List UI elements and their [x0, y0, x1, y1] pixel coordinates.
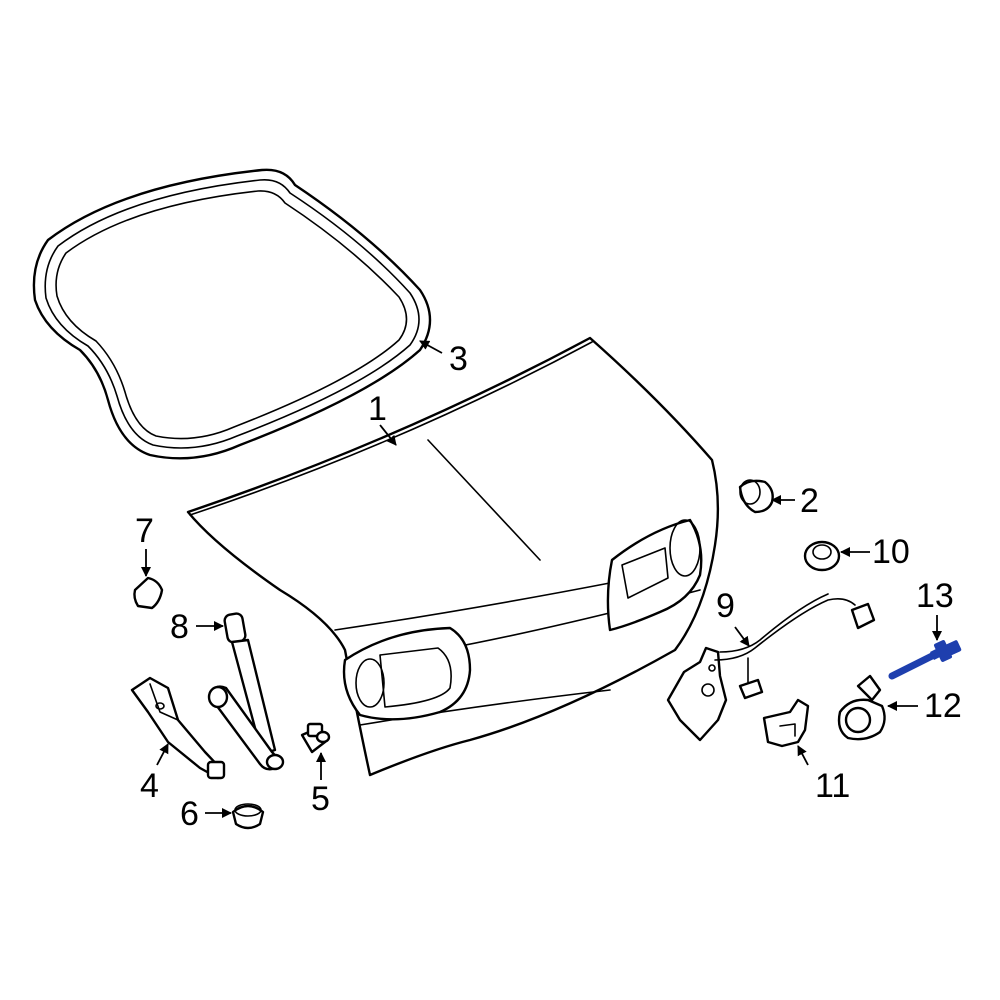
striker — [762, 698, 810, 748]
hinge — [130, 676, 226, 780]
bumper-cap — [133, 576, 164, 610]
latch-assembly — [666, 593, 876, 742]
callout-2: 2 — [800, 482, 819, 520]
nut — [231, 803, 265, 830]
callout-8: 8 — [170, 608, 189, 646]
callout-4: 4 — [140, 767, 159, 805]
callout-9: 9 — [716, 587, 735, 625]
callout-6: 6 — [180, 795, 199, 833]
bolt — [300, 722, 331, 754]
callout-3: 3 — [449, 340, 468, 378]
callout-11: 11 — [815, 767, 850, 805]
trunk-lid — [186, 336, 720, 777]
callout-arrows — [141, 340, 942, 818]
callout-5: 5 — [311, 780, 330, 818]
callout-13: 13 — [916, 577, 954, 615]
callout-1: 1 — [368, 390, 387, 428]
callout-10: 10 — [872, 533, 910, 571]
bumper — [738, 479, 774, 514]
lift-support — [207, 612, 285, 771]
weatherstrip-seal — [32, 168, 432, 460]
callout-12: 12 — [924, 687, 962, 725]
callout-labels: 1 2 3 4 5 6 7 8 9 10 11 12 13 — [135, 340, 962, 833]
latch-actuator — [837, 674, 886, 741]
highlighted-bolt — [888, 640, 962, 680]
callout-7: 7 — [135, 512, 154, 550]
grommet — [803, 540, 841, 572]
